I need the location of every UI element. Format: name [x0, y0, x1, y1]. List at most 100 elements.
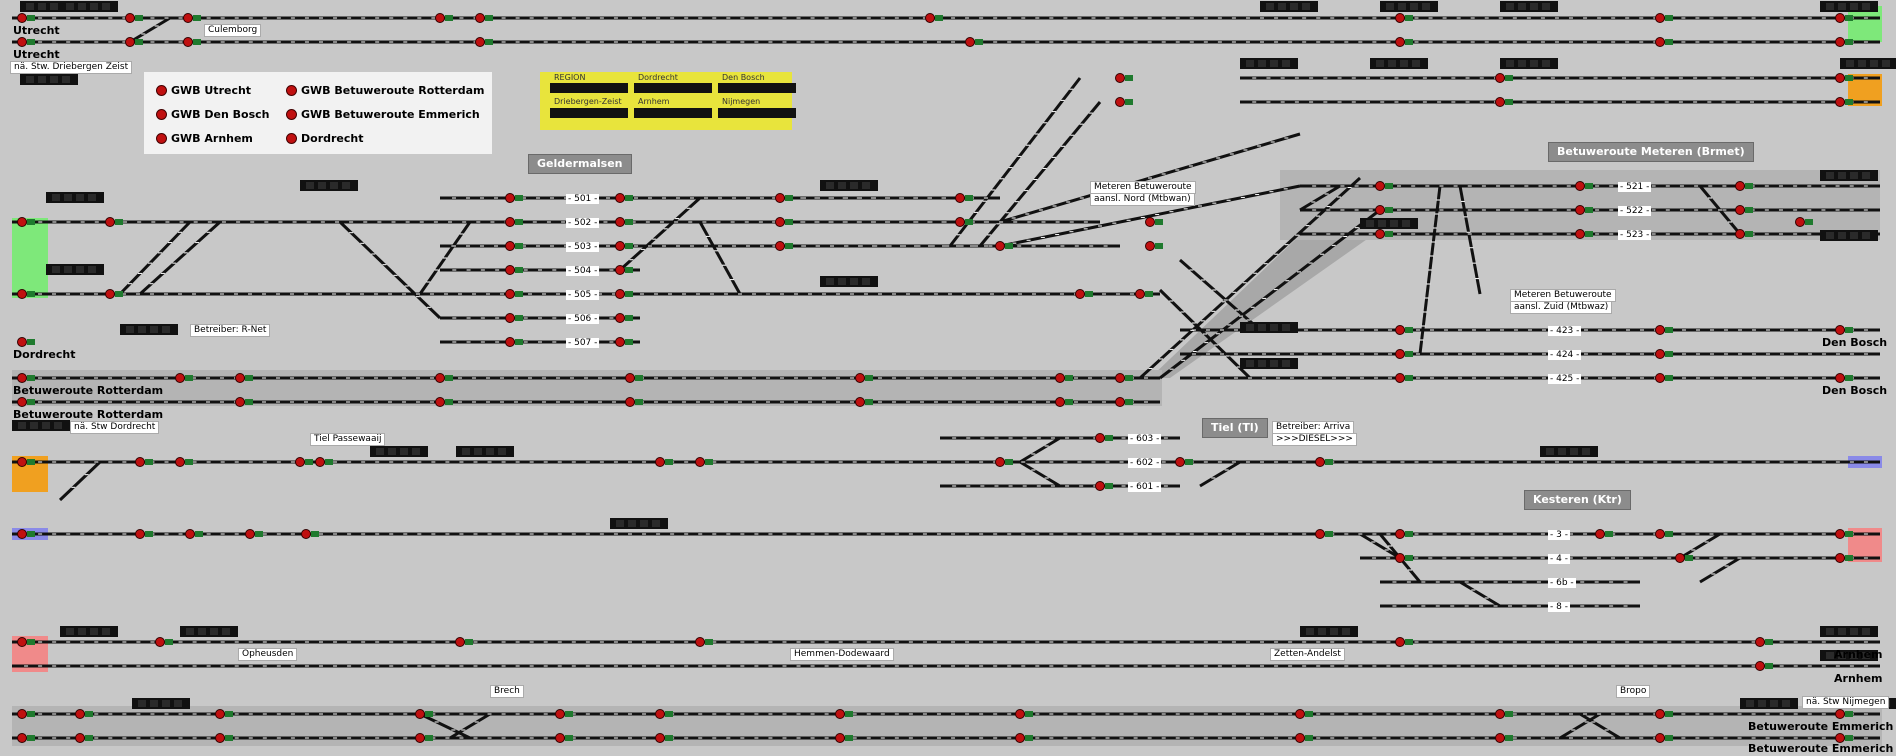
signal-icon[interactable]: [17, 13, 36, 23]
train-number-display[interactable]: [1820, 1, 1878, 12]
signal-icon[interactable]: [1295, 709, 1314, 719]
legend-item[interactable]: GWB Den Bosch: [156, 108, 269, 121]
signal-icon[interactable]: [1795, 217, 1814, 227]
signal-icon[interactable]: [1655, 709, 1674, 719]
signal-icon[interactable]: [505, 241, 524, 251]
signal-icon[interactable]: [1115, 97, 1134, 107]
signal-icon[interactable]: [505, 289, 524, 299]
signal-icon[interactable]: [183, 37, 202, 47]
train-number-display[interactable]: [46, 264, 104, 275]
train-number-display[interactable]: [1260, 1, 1318, 12]
train-number-display[interactable]: [1240, 358, 1298, 369]
signal-icon[interactable]: [1135, 289, 1154, 299]
signal-icon[interactable]: [615, 193, 634, 203]
track-diagonal[interactable]: [999, 184, 1301, 248]
signal-icon[interactable]: [1375, 205, 1394, 215]
signal-icon[interactable]: [1375, 229, 1394, 239]
signal-icon[interactable]: [1315, 457, 1334, 467]
signal-icon[interactable]: [1595, 529, 1614, 539]
legend-item[interactable]: GWB Betuweroute Rotterdam: [286, 84, 484, 97]
signal-icon[interactable]: [1015, 733, 1034, 743]
signal-icon[interactable]: [1375, 181, 1394, 191]
region-display[interactable]: [718, 108, 796, 118]
signal-icon[interactable]: [1495, 73, 1514, 83]
signal-icon[interactable]: [1295, 733, 1314, 743]
signal-icon[interactable]: [1835, 325, 1854, 335]
signal-icon[interactable]: [1655, 529, 1674, 539]
train-number-display[interactable]: [1240, 322, 1298, 333]
signal-icon[interactable]: [1655, 733, 1674, 743]
train-number-display[interactable]: [20, 1, 78, 12]
signal-icon[interactable]: [1115, 373, 1134, 383]
track-diagonal[interactable]: [948, 77, 1082, 247]
signal-icon[interactable]: [555, 733, 574, 743]
track-diagonal[interactable]: [1459, 580, 1501, 608]
train-number-display[interactable]: [1820, 170, 1878, 181]
signal-icon[interactable]: [17, 397, 36, 407]
track-diagonal[interactable]: [1679, 532, 1721, 560]
signal-icon[interactable]: [125, 37, 144, 47]
signal-icon[interactable]: [1755, 661, 1774, 671]
track-diagonal[interactable]: [419, 712, 471, 740]
signal-icon[interactable]: [775, 241, 794, 251]
signal-icon[interactable]: [1575, 181, 1594, 191]
signal-icon[interactable]: [995, 457, 1014, 467]
signal-icon[interactable]: [1835, 529, 1854, 539]
signal-icon[interactable]: [925, 13, 944, 23]
signal-icon[interactable]: [475, 37, 494, 47]
track-diagonal[interactable]: [1159, 208, 1381, 380]
region-display[interactable]: [718, 83, 796, 93]
region-display[interactable]: [550, 108, 628, 118]
signal-icon[interactable]: [1835, 553, 1854, 563]
signal-icon[interactable]: [1115, 397, 1134, 407]
station-meteren[interactable]: Betuweroute Meteren (Brmet): [1548, 142, 1754, 162]
signal-icon[interactable]: [1095, 481, 1114, 491]
signal-icon[interactable]: [1835, 13, 1854, 23]
signal-icon[interactable]: [17, 289, 36, 299]
signal-icon[interactable]: [855, 373, 874, 383]
signal-icon[interactable]: [295, 457, 314, 467]
signal-icon[interactable]: [855, 397, 874, 407]
legend-item[interactable]: GWB Arnhem: [156, 132, 253, 145]
train-number-display[interactable]: [1500, 58, 1558, 69]
signal-icon[interactable]: [315, 457, 334, 467]
signal-icon[interactable]: [775, 193, 794, 203]
signal-icon[interactable]: [1655, 373, 1674, 383]
signal-icon[interactable]: [235, 397, 254, 407]
train-number-display[interactable]: [1820, 650, 1878, 661]
signal-icon[interactable]: [1655, 37, 1674, 47]
station-geldermalsen[interactable]: Geldermalsen: [528, 154, 632, 174]
signal-icon[interactable]: [175, 373, 194, 383]
signal-icon[interactable]: [17, 637, 36, 647]
signal-icon[interactable]: [1015, 709, 1034, 719]
track-diagonal[interactable]: [1579, 712, 1621, 740]
signal-icon[interactable]: [615, 313, 634, 323]
signal-icon[interactable]: [695, 457, 714, 467]
signal-icon[interactable]: [415, 733, 434, 743]
signal-icon[interactable]: [995, 241, 1014, 251]
track-diagonal[interactable]: [1179, 258, 1261, 332]
signal-icon[interactable]: [1655, 13, 1674, 23]
signal-icon[interactable]: [75, 733, 94, 743]
train-number-display[interactable]: [456, 446, 514, 457]
signal-icon[interactable]: [1315, 529, 1334, 539]
signal-icon[interactable]: [1145, 217, 1164, 227]
signal-icon[interactable]: [1655, 325, 1674, 335]
signal-icon[interactable]: [775, 217, 794, 227]
train-number-display[interactable]: [60, 626, 118, 637]
track-diagonal[interactable]: [1199, 460, 1241, 488]
train-number-display[interactable]: [820, 180, 878, 191]
signal-icon[interactable]: [615, 289, 634, 299]
train-number-display[interactable]: [610, 518, 668, 529]
signal-icon[interactable]: [625, 397, 644, 407]
track-diagonal[interactable]: [1559, 712, 1601, 740]
signal-icon[interactable]: [555, 709, 574, 719]
train-number-display[interactable]: [132, 698, 190, 709]
train-number-display[interactable]: [180, 626, 238, 637]
signal-icon[interactable]: [1755, 637, 1774, 647]
signal-icon[interactable]: [17, 337, 36, 347]
signal-icon[interactable]: [17, 37, 36, 47]
signal-icon[interactable]: [695, 637, 714, 647]
signal-icon[interactable]: [415, 709, 434, 719]
train-number-display[interactable]: [1240, 58, 1298, 69]
